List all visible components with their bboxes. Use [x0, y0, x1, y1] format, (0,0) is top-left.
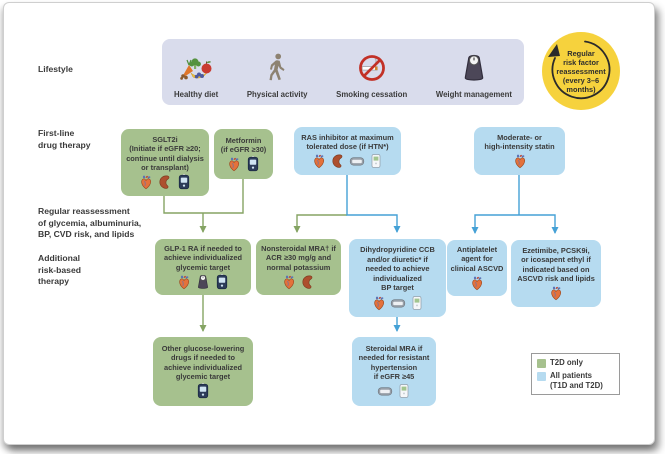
- box-ras-inhibitor: RAS inhibitor at maximum tolerated dose …: [294, 127, 401, 175]
- box-steroidal-mra: Steroidal MRA if needed for resistant hy…: [352, 337, 436, 406]
- box-antiplatelet: Antiplatelet agent for clinical ASCVD: [447, 240, 507, 296]
- row-label-first-line: First-line drug therapy: [38, 128, 91, 150]
- row-label-lifestyle: Lifestyle: [38, 64, 73, 74]
- bp-cuff-icon: [390, 295, 406, 311]
- lifestyle-item-label: Physical activity: [246, 90, 308, 99]
- lifestyle-item-smoking-cessation: Smoking cessation: [336, 53, 407, 99]
- row-label-reassessment: Regular reassessment of glycemia, albumi…: [38, 206, 142, 239]
- box-sglt2i: SGLT2i (Initiate if eGFR ≥20; continue u…: [121, 129, 209, 196]
- heart-icon: [311, 153, 327, 169]
- lifestyle-item-label: Weight management: [435, 90, 512, 99]
- lifestyle-item-physical-activity: Physical activity: [247, 53, 308, 99]
- box-nonsteroidal-mra: Nonsteroidal MRA† if ACR ≥30 mg/g and no…: [256, 239, 341, 295]
- cycle-arrow-icon: [548, 40, 611, 100]
- glucometer-icon: [176, 174, 192, 190]
- bp-meter-icon: [368, 153, 384, 169]
- glucometer-icon: [195, 383, 211, 399]
- lifestyle-item-weight-management: Weight management: [436, 53, 512, 99]
- kidney-icon: [300, 274, 316, 290]
- box-statin: Moderate- or high-intensity statin: [474, 127, 565, 175]
- lifestyle-item-label: Smoking cessation: [336, 90, 408, 99]
- legend-swatch-green: [537, 359, 546, 368]
- legend: T2D only All patients (T1D and T2D): [531, 353, 620, 395]
- row-label-additional: Additional risk-based therapy: [38, 253, 81, 286]
- bp-meter-icon: [409, 295, 425, 311]
- bp-meter-icon: [396, 383, 412, 399]
- figure-frame: Lifestyle First-line drug therapy Regula…: [3, 2, 655, 445]
- bp-cuff-icon: [377, 383, 393, 399]
- box-metformin: Metformin (if eGFR ≥30): [214, 129, 273, 179]
- box-ezetimibe-pcsk9i: Ezetimibe, PCSK9i, or icosapent ethyl if…: [511, 240, 601, 307]
- heart-icon: [371, 295, 387, 311]
- legend-item-all-patients: All patients (T1D and T2D): [537, 371, 614, 390]
- legend-swatch-blue: [537, 372, 546, 381]
- lifestyle-item-healthy-diet: Healthy diet: [174, 53, 218, 99]
- badge-text: Regular risk factor reassessment (every …: [556, 48, 606, 94]
- kidney-icon: [330, 153, 346, 169]
- box-other-glucose-lowering: Other glucose-lowering drugs if needed t…: [153, 337, 253, 406]
- legend-item-t2d-only: T2D only: [537, 358, 614, 368]
- glucometer-icon: [214, 274, 230, 290]
- heart-icon: [226, 156, 242, 172]
- heart-icon: [138, 174, 154, 190]
- box-glp1-ra: GLP-1 RA if needed to achieve individual…: [155, 239, 251, 295]
- lifestyle-panel: Healthy diet Physical activity Smoking c…: [162, 39, 524, 105]
- risk-reassessment-badge: Regular risk factor reassessment (every …: [542, 32, 620, 110]
- connector-lines: [163, 174, 559, 332]
- heart-icon: [469, 275, 485, 291]
- heart-icon: [281, 274, 297, 290]
- heart-icon: [512, 153, 528, 169]
- scale-icon: [195, 274, 211, 290]
- lifestyle-item-label: Healthy diet: [174, 90, 219, 99]
- bp-cuff-icon: [349, 153, 365, 169]
- glucometer-icon: [245, 156, 261, 172]
- heart-icon: [548, 285, 564, 301]
- kidney-icon: [157, 174, 173, 190]
- heart-icon: [176, 274, 192, 290]
- box-dihydropyridine-ccb: Dihydropyridine CCB and/or diuretic* if …: [349, 239, 446, 317]
